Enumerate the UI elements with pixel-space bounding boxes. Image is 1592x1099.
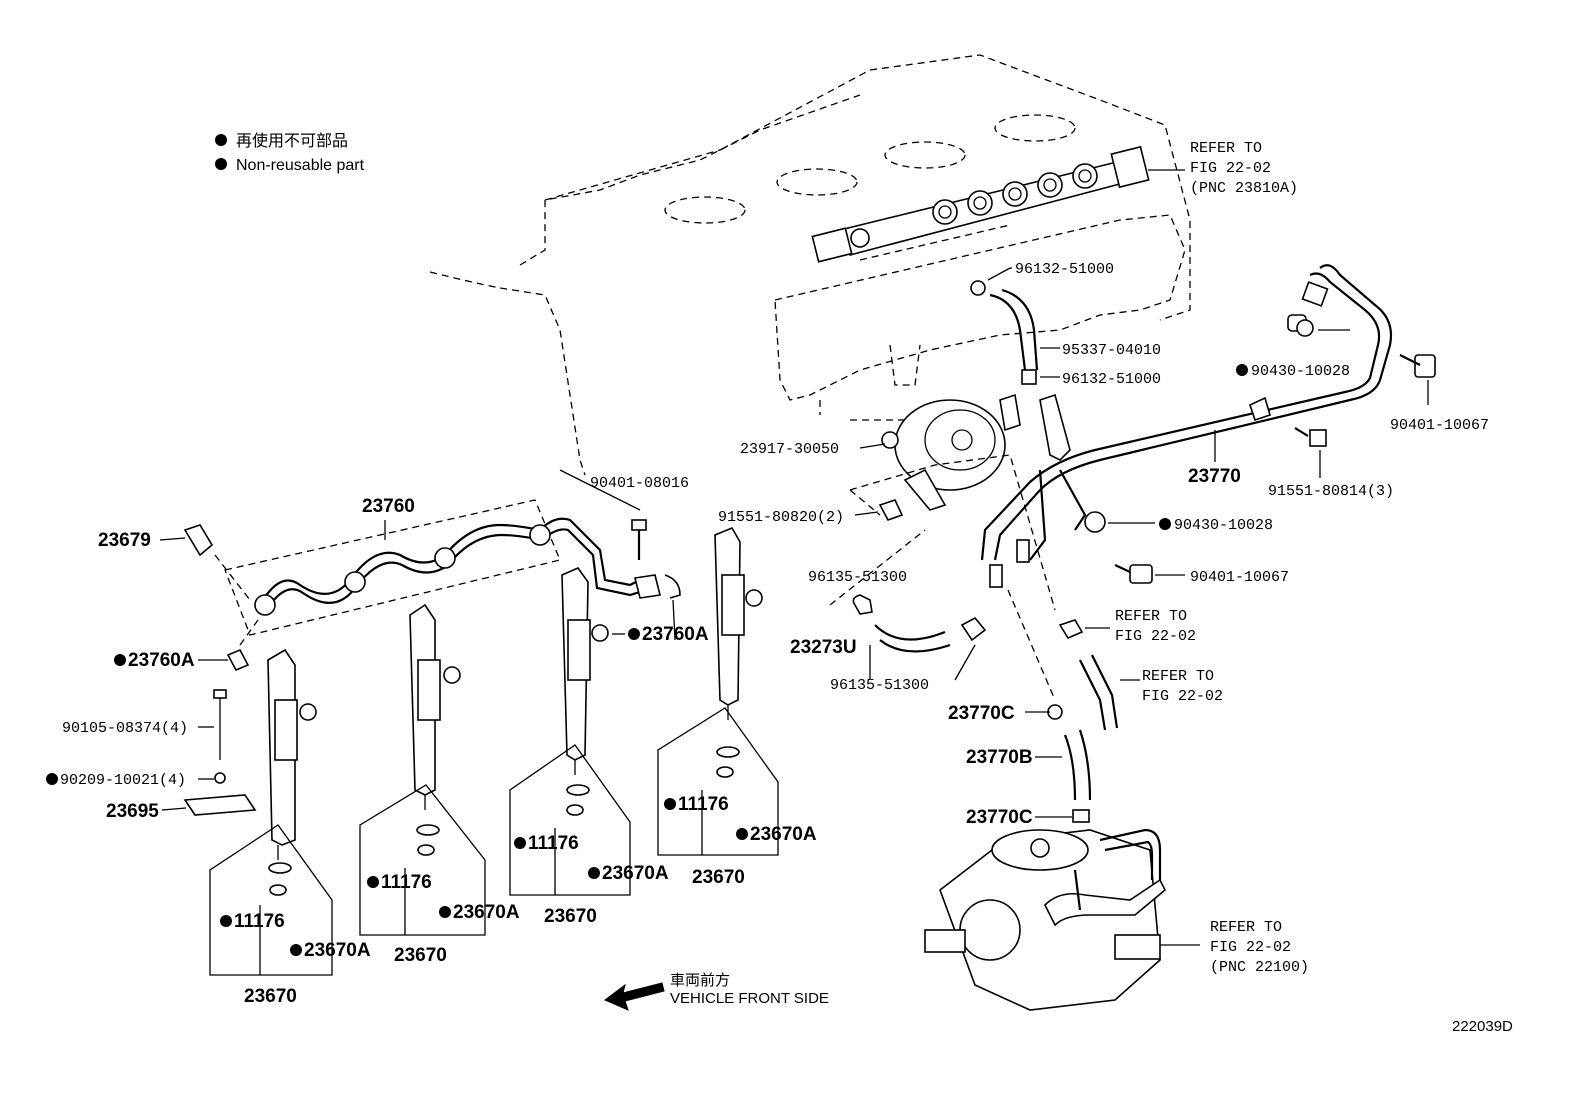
part-label: 11176	[528, 833, 579, 854]
part-label: 91551-80814(3)	[1268, 483, 1394, 500]
seal-group-2	[359, 784, 486, 936]
part-label: 23670A	[602, 863, 669, 884]
svg-text:REFER TO: REFER TO	[1142, 668, 1214, 685]
refer-rail: REFER TO FIG 22-02 (PNC 23810A)	[1190, 140, 1298, 197]
part-label: 90430-10028	[1251, 363, 1350, 380]
refer-right1: REFER TO FIG 22-02	[1115, 608, 1196, 645]
svg-text:(PNC 23810A): (PNC 23810A)	[1190, 180, 1298, 197]
diagram-id: 222039D	[1452, 1018, 1513, 1035]
non-reusable-bullet-icon	[664, 798, 676, 810]
non-reusable-bullet-icon	[514, 837, 526, 849]
hoses-lower	[852, 589, 1140, 823]
fuel-pipe-23770	[980, 264, 1393, 588]
part-label: 23770B	[966, 747, 1033, 768]
part-label: 23670	[244, 986, 297, 1007]
part-label: 23670	[394, 945, 447, 966]
svg-text:REFER TO: REFER TO	[1190, 140, 1262, 157]
filter-housing	[829, 393, 1056, 611]
injector-1	[183, 648, 317, 860]
seal-group-1	[209, 824, 333, 976]
non-reusable-bullet-icon	[114, 654, 126, 666]
leak-off-pipe	[183, 469, 681, 672]
non-reusable-bullet-icon	[367, 876, 379, 888]
injector-2	[409, 603, 461, 810]
non-reusable-bullet-icon	[439, 906, 451, 918]
part-labels: 96132-51000 95337-04010 96132-51000 9043…	[46, 261, 1489, 1007]
refer-pump: REFER TO FIG 22-02 (PNC 22100)	[1210, 919, 1309, 976]
injector-3	[561, 567, 609, 775]
non-reusable-bullet-icon	[290, 944, 302, 956]
part-label: 23770C	[948, 703, 1015, 724]
part-label: 23760	[362, 496, 415, 517]
hardware-right	[854, 314, 1436, 584]
engine-outline	[429, 54, 1191, 476]
part-label: 90401-08016	[590, 475, 689, 492]
part-label: 90401-10067	[1190, 569, 1289, 586]
svg-text:FIG 22-02: FIG 22-02	[1142, 688, 1223, 705]
part-label: 23670A	[304, 940, 371, 961]
seal-group-4	[657, 707, 779, 856]
bullet-icon	[215, 134, 227, 146]
part-label: 23760A	[128, 650, 195, 671]
part-label: 23670	[692, 867, 745, 888]
fuel-rail	[811, 145, 1185, 263]
bullet-icon	[215, 158, 227, 170]
part-label: 23670	[544, 906, 597, 927]
svg-text:FIG 22-02: FIG 22-02	[1210, 939, 1291, 956]
leader-lines	[159, 267, 1072, 818]
part-label: 23917-30050	[740, 441, 839, 458]
part-label: 23770C	[966, 807, 1033, 828]
non-reusable-bullet-icon	[588, 867, 600, 879]
direction-en: VEHICLE FRONT SIDE	[670, 990, 829, 1007]
part-label: 91551-80820(2)	[718, 509, 844, 526]
part-label: 90105-08374(4)	[62, 720, 188, 737]
part-label: 90430-10028	[1174, 517, 1273, 534]
svg-text:REFER TO: REFER TO	[1115, 608, 1187, 625]
part-label: 96132-51000	[1062, 371, 1161, 388]
part-label: 96135-51300	[808, 569, 907, 586]
part-label: 23273U	[790, 637, 857, 658]
non-reusable-bullet-icon	[220, 915, 232, 927]
supply-pump	[924, 828, 1200, 1011]
part-label: 95337-04010	[1062, 342, 1161, 359]
part-label: 90209-10021(4)	[60, 772, 186, 789]
part-label: 11176	[234, 911, 285, 932]
injector-4	[714, 526, 763, 720]
part-label: 11176	[678, 794, 729, 815]
non-reusable-bullet-icon	[1236, 364, 1248, 376]
part-label: 96135-51300	[830, 677, 929, 694]
legend: 再使用不可部品 Non-reusable part	[215, 132, 365, 174]
part-label: 23679	[98, 530, 151, 551]
svg-text:(PNC 22100): (PNC 22100)	[1210, 959, 1309, 976]
part-label: 23695	[106, 801, 159, 822]
part-label: 96132-51000	[1015, 261, 1114, 278]
arrow-left-icon	[604, 982, 665, 1011]
part-label: 11176	[381, 872, 432, 893]
hose-95337	[970, 267, 1060, 385]
part-label: 90401-10067	[1390, 417, 1489, 434]
legend-jp: 再使用不可部品	[236, 132, 348, 150]
svg-text:FIG 22-02: FIG 22-02	[1190, 160, 1271, 177]
part-label: 23760A	[642, 624, 709, 645]
part-label: 23670A	[453, 902, 520, 923]
refer-right2: REFER TO FIG 22-02	[1142, 668, 1223, 705]
svg-text:FIG 22-02: FIG 22-02	[1115, 628, 1196, 645]
part-label: 23670A	[750, 824, 817, 845]
non-reusable-bullet-icon	[1159, 518, 1171, 530]
direction-jp: 車両前方	[670, 972, 730, 989]
non-reusable-bullet-icon	[736, 828, 748, 840]
seal-group-3	[509, 744, 631, 896]
svg-text:REFER TO: REFER TO	[1210, 919, 1282, 936]
vehicle-front-arrow: 車両前方 VEHICLE FRONT SIDE	[604, 972, 829, 1011]
part-label: 23770	[1188, 466, 1241, 487]
non-reusable-bullet-icon	[46, 773, 58, 785]
legend-en: Non-reusable part	[236, 157, 365, 174]
non-reusable-bullet-icon	[628, 628, 640, 640]
